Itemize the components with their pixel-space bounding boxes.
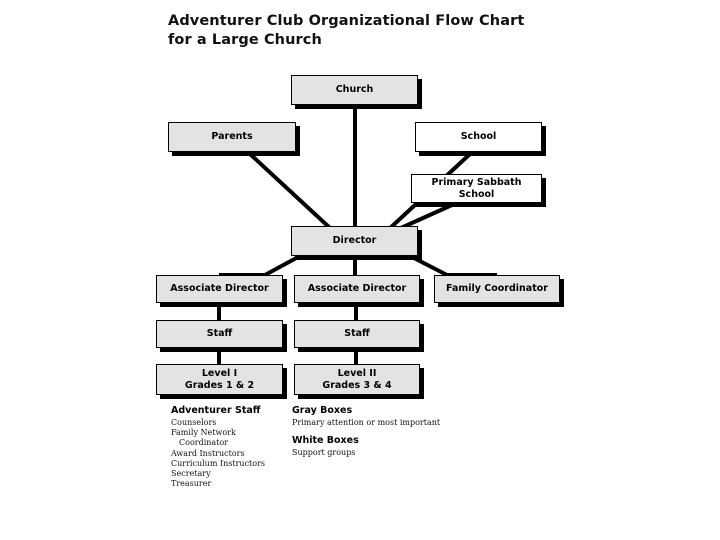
node-church-label: Church — [335, 84, 374, 96]
legend-staff-item-award-instructors: Award Instructors — [171, 448, 245, 458]
node-parents-label: Parents — [211, 131, 253, 143]
page-title-line-1: Adventurer Club Organizational Flow Char… — [168, 13, 525, 29]
legend-staff-item-curriculum-instructors: Curriculum Instructors — [171, 458, 266, 468]
node-staff-1-label: Staff — [206, 328, 233, 340]
node-director[interactable]: Director — [291, 226, 418, 256]
legend-gray-boxes-heading: Gray Boxes — [292, 405, 353, 416]
legend-spacer — [292, 428, 452, 435]
node-primary-sabbath-school-label: Primary Sabbath School — [431, 176, 522, 200]
node-associate-director-2-label: Associate Director — [307, 283, 407, 295]
page-title-line-2: for a Large Church — [168, 32, 322, 49]
node-level-1-label: Level I Grades 1 & 2 — [181, 368, 258, 392]
legend-staff-item-secretary: Secretary — [171, 469, 211, 479]
legend-staff-item-treasurer: Treasurer — [171, 479, 212, 489]
legend-adventurer-staff-heading: Adventurer Staff — [171, 405, 261, 416]
node-associate-director-2[interactable]: Associate Director — [294, 275, 420, 303]
legend-staff-item-coordinator: Coordinator — [179, 438, 229, 448]
node-level-1-line-2: Grades 1 & 2 — [184, 379, 255, 391]
node-level-2-line-1: Level II — [337, 367, 377, 379]
node-level-2[interactable]: Level II Grades 3 & 4 — [294, 364, 420, 395]
node-church[interactable]: Church — [291, 75, 418, 105]
node-family-coordinator[interactable]: Family Coordinator — [434, 275, 560, 303]
node-associate-director-1[interactable]: Associate Director — [156, 275, 283, 303]
node-family-coordinator-label: Family Coordinator — [446, 283, 548, 295]
legend-staff-item-family-network: Family Network — [171, 428, 236, 438]
node-staff-2-label: Staff — [344, 328, 370, 340]
legend-box-key: Gray Boxes Primary attention or most imp… — [292, 405, 452, 458]
node-primary-sabbath-school[interactable]: Primary Sabbath School — [411, 174, 542, 203]
node-staff-2[interactable]: Staff — [294, 320, 420, 348]
node-director-label: Director — [332, 235, 377, 247]
edge-parents-director — [248, 152, 332, 230]
node-level-1[interactable]: Level I Grades 1 & 2 — [156, 364, 283, 395]
legend-white-boxes-heading: White Boxes — [292, 435, 359, 447]
edge-director-assoc1 — [264, 254, 301, 277]
node-level-2-line-2: Grades 3 & 4 — [322, 379, 392, 391]
node-school[interactable]: School — [415, 122, 542, 152]
page-title: Adventurer Club Organizational Flow Char… — [168, 12, 588, 50]
node-associate-director-1-label: Associate Director — [170, 283, 269, 295]
legend-adventurer-staff: Adventurer Staff Counselors Family Netwo… — [171, 405, 291, 490]
legend-gray-boxes-description: Primary attention or most important — [292, 418, 441, 427]
node-level-1-line-1: Level I — [201, 367, 238, 379]
legend-white-boxes-description: Support groups — [292, 448, 356, 458]
node-parents[interactable]: Parents — [168, 122, 296, 152]
edge-director-famcoord — [409, 254, 448, 277]
node-level-2-label: Level II Grades 3 & 4 — [318, 368, 395, 392]
legend-staff-item-counselors: Counselors — [171, 418, 217, 427]
node-staff-1[interactable]: Staff — [156, 320, 283, 348]
node-school-label: School — [460, 131, 497, 143]
